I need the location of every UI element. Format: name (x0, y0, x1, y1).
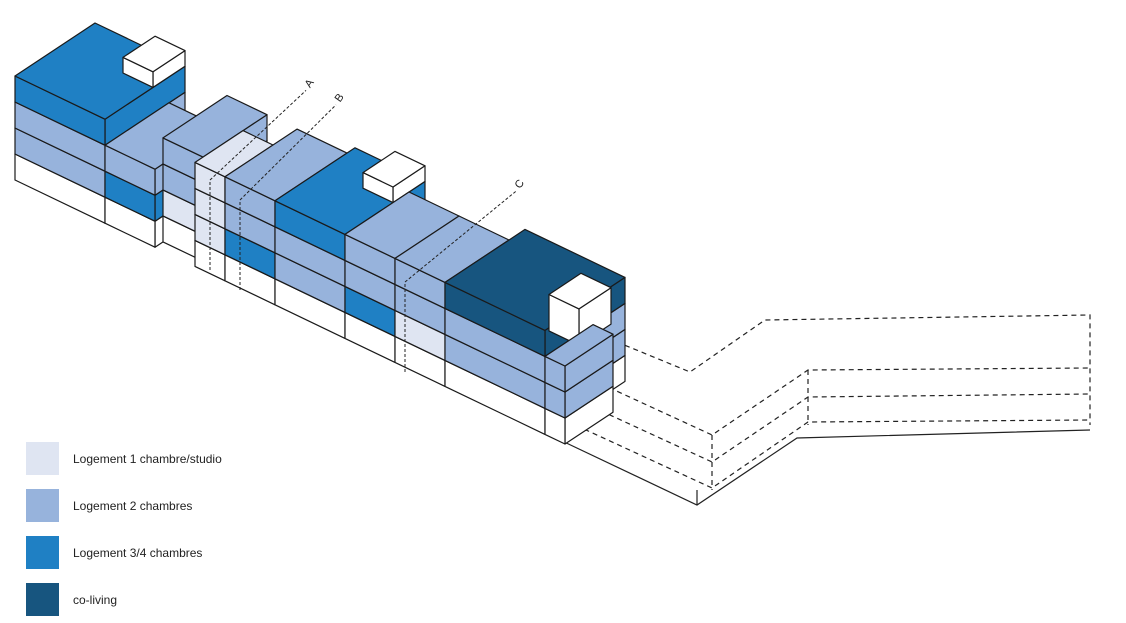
legend-label: Logement 1 chambre/studio (73, 451, 222, 466)
legend-swatch (26, 489, 59, 522)
future-wing-dashed-outline (559, 314, 1091, 506)
building-block-face (362, 150, 426, 188)
legend-swatch (26, 536, 59, 569)
legend-swatch (26, 583, 59, 616)
section-line (404, 190, 517, 372)
building-block-face (544, 324, 614, 367)
legend-label: co-living (73, 592, 118, 607)
building-blocks (14, 22, 626, 445)
building-block-face (162, 94, 268, 158)
building-block-face (548, 272, 612, 310)
legend-label: Logement 3/4 chambres (73, 545, 203, 560)
legend-item-3-4-bedrooms: Logement 3/4 chambres (26, 529, 222, 576)
legend-item-2-bedrooms: Logement 2 chambres (26, 482, 222, 529)
section-line (209, 90, 307, 270)
building-block-face (122, 35, 186, 73)
legend-label: Logement 2 chambres (73, 498, 193, 513)
section-label: A (303, 77, 317, 90)
legend-swatch (26, 442, 59, 475)
legend: Logement 1 chambre/studio Logement 2 cha… (26, 435, 222, 623)
legend-item-co-living: co-living (26, 576, 222, 623)
section-label: B (333, 92, 347, 105)
legend-item-studio: Logement 1 chambre/studio (26, 435, 222, 482)
section-label: C (513, 177, 527, 190)
section-line (239, 104, 337, 290)
